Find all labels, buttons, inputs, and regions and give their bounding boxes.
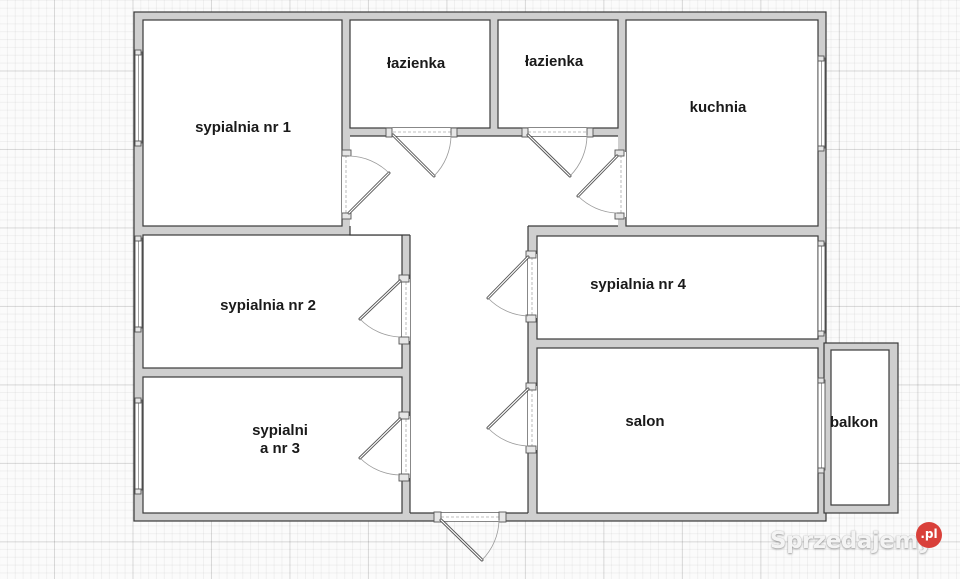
- room-lazienka-1: [349, 19, 491, 129]
- door-lazienka-2: [521, 127, 594, 178]
- label-kuchnia: kuchnia: [689, 99, 747, 116]
- room-sypialnia-2: [142, 234, 403, 369]
- door-sypialnia-3: [358, 411, 410, 482]
- room-salon: [536, 347, 819, 514]
- door-sypialnia-1: [341, 149, 391, 220]
- door-entrance: [433, 511, 507, 562]
- label-sypialnia-2: sypialnia nr 2: [220, 297, 316, 314]
- door-sypialnia-4: [486, 250, 537, 323]
- door-kuchnia: [576, 149, 626, 220]
- label-salon: salon: [625, 413, 665, 430]
- window-right-2: [817, 240, 826, 337]
- door-sypialnia-2: [358, 274, 410, 345]
- room-sypialnia-1: [142, 19, 343, 227]
- label-sypialnia-1: sypialnia nr 1: [195, 119, 291, 136]
- room-kuchnia: [625, 19, 819, 227]
- watermark-text: Sprzedajemy: [770, 528, 933, 554]
- window-left-3: [134, 397, 143, 495]
- hallway: [350, 136, 618, 513]
- label-balkon: balkon: [829, 414, 879, 431]
- room-sypialnia-4: [536, 235, 819, 340]
- door-lazienka-1: [385, 127, 458, 178]
- door-salon: [486, 382, 537, 454]
- label-lazienka-2: łazienka: [524, 53, 584, 70]
- hallway-outline: [349, 135, 618, 514]
- label-sypialnia-4: sypialnia nr 4: [590, 276, 686, 293]
- window-left-1: [134, 49, 143, 147]
- balcony-door-window: [817, 377, 826, 474]
- label-sypialnia-3: sypialni a nr 3: [252, 422, 308, 457]
- room-balkon: [830, 349, 890, 506]
- window-right-1: [817, 55, 826, 152]
- room-sypialnia-3: [142, 376, 403, 514]
- window-left-2: [134, 235, 143, 333]
- room-lazienka-2: [497, 19, 619, 129]
- watermark-badge: .pl: [916, 522, 942, 548]
- label-lazienka-1: łazienka: [386, 55, 446, 72]
